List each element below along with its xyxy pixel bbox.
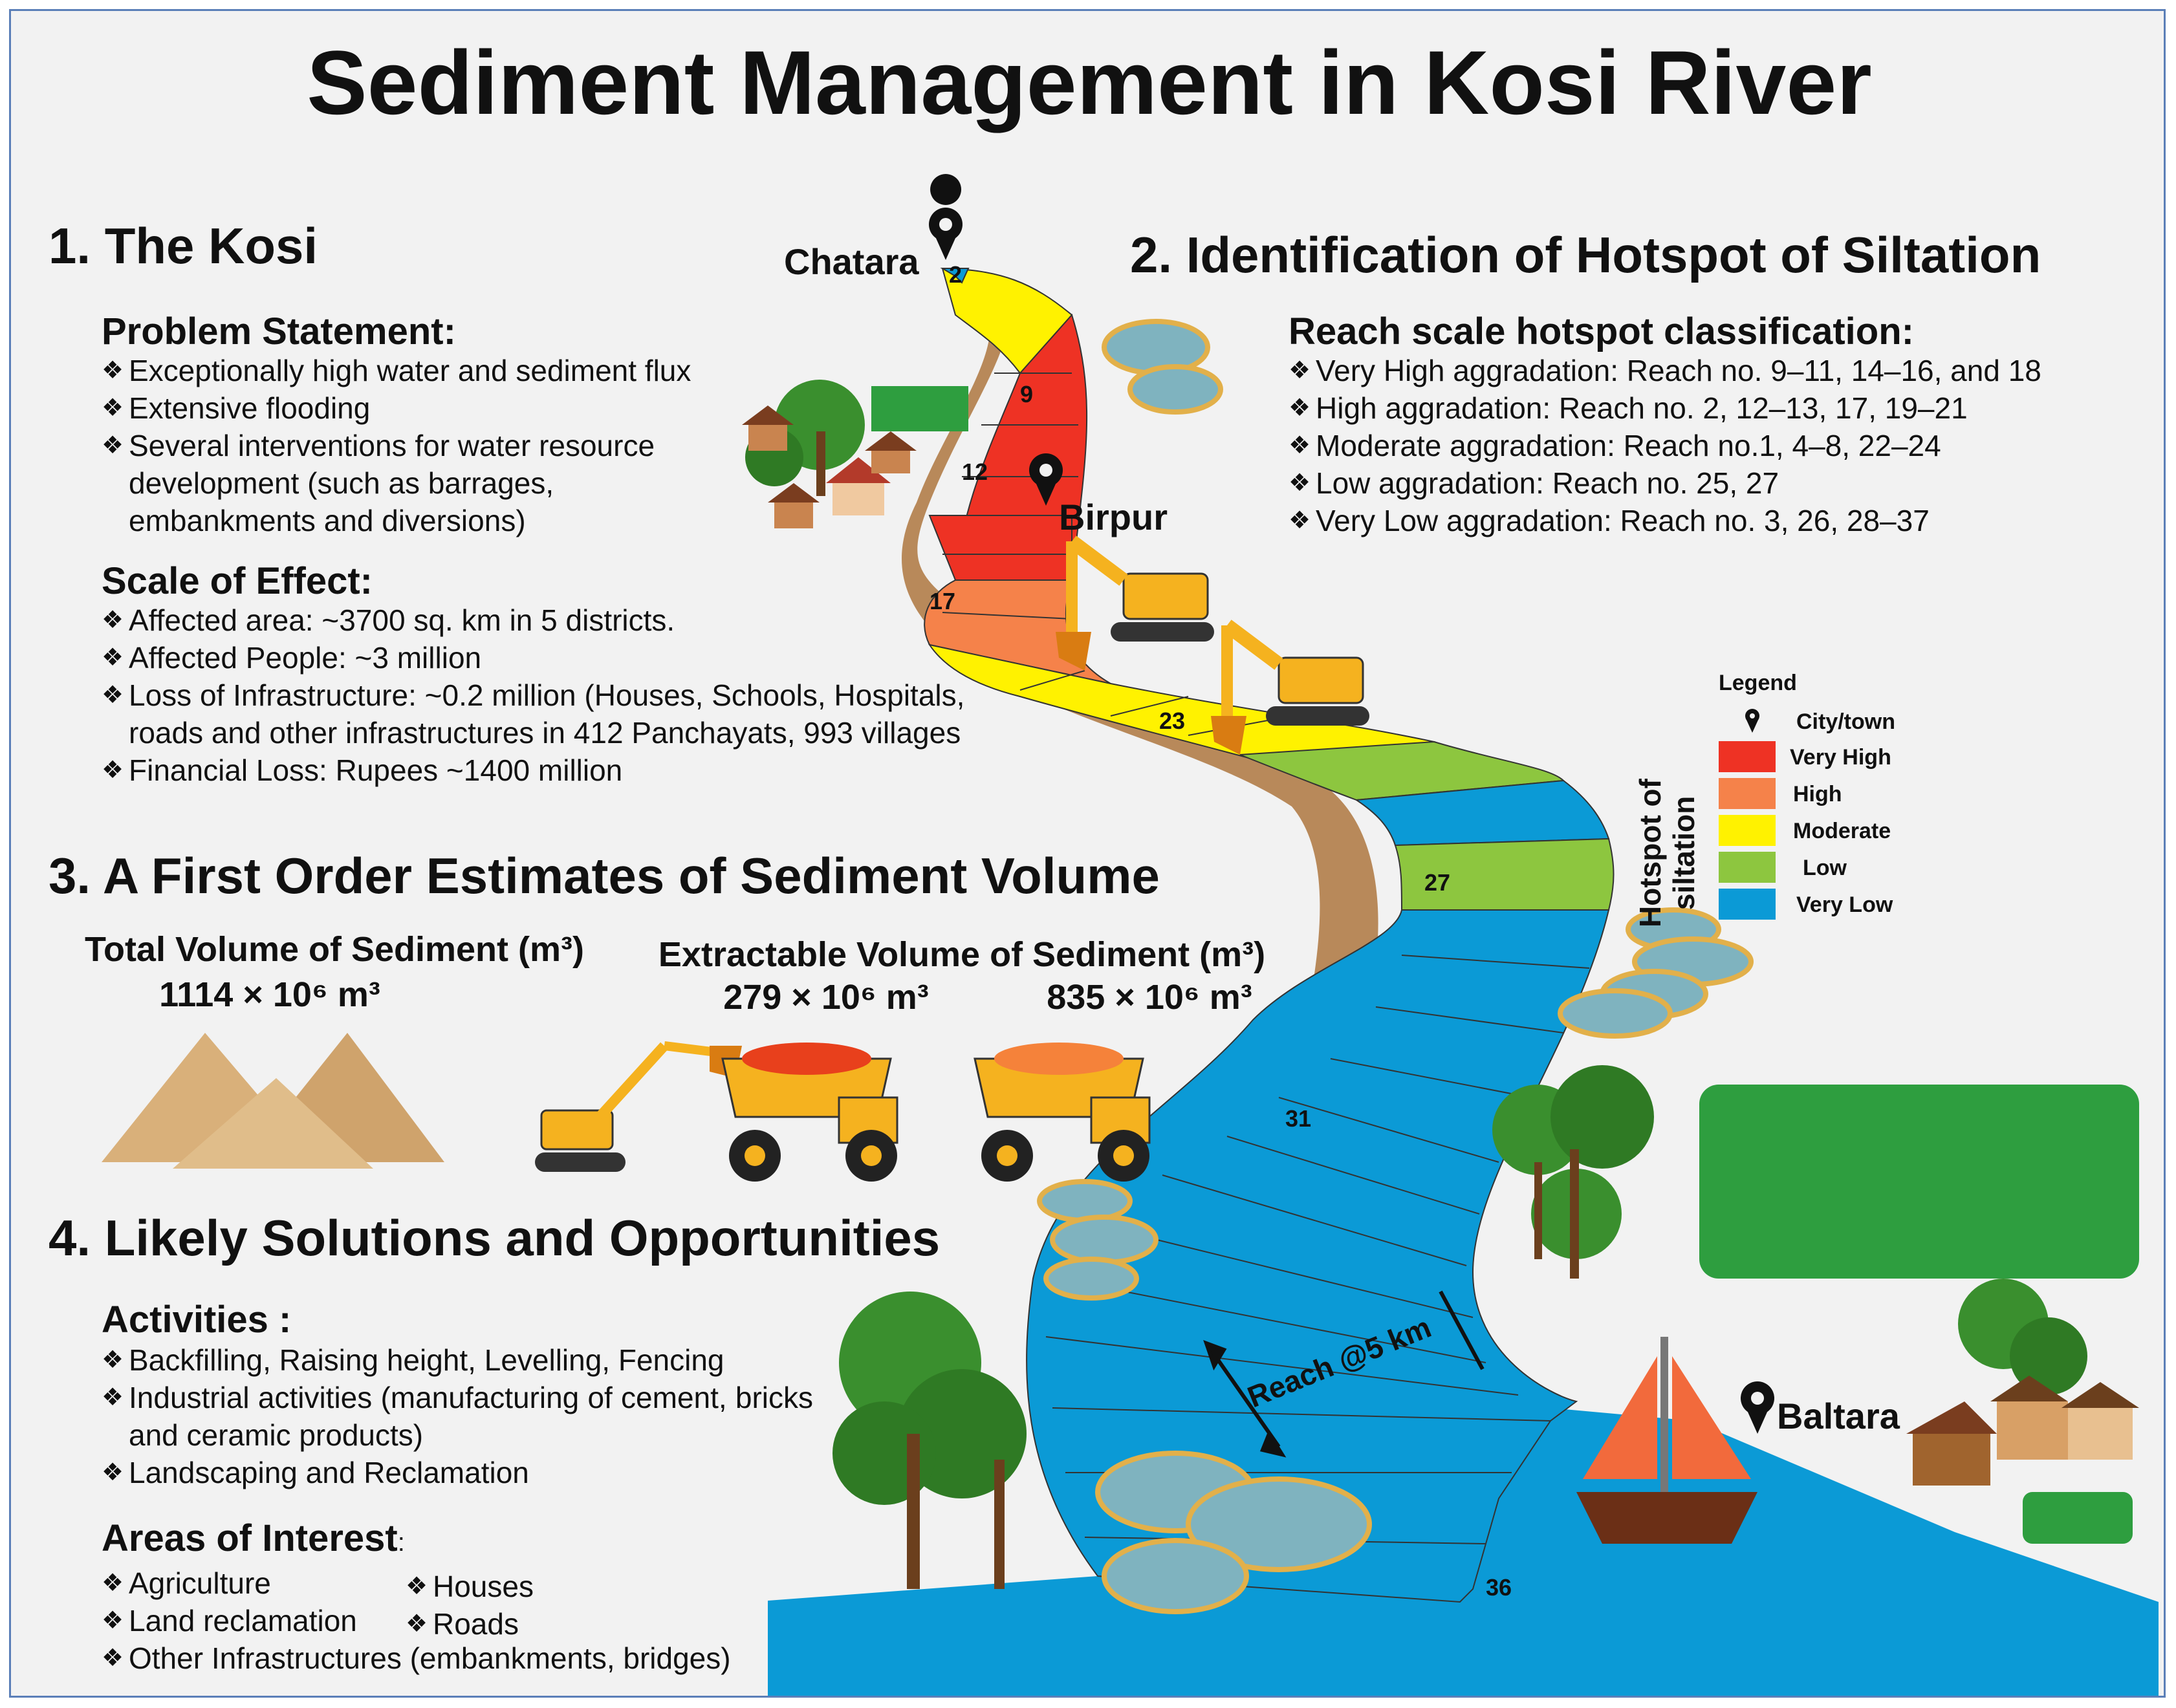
list-item: Land reclamation [102, 1602, 813, 1639]
list-item: High aggradation: Reach no. 2, 12–13, 17… [1289, 389, 2129, 427]
activities-list: Backfilling, Raising height, Levelling, … [102, 1341, 813, 1491]
dump-truck-icon [721, 1043, 898, 1182]
list-item: Houses [406, 1568, 664, 1605]
list-item: Affected People: ~3 million [102, 639, 1033, 676]
reach-label: 12 [962, 459, 988, 485]
list-item: Several interventions for water resource… [102, 427, 748, 539]
place-label-chatara: Chatara [784, 241, 919, 282]
interest-list-col2: Houses Roads [406, 1568, 664, 1643]
list-item: Roads [406, 1605, 664, 1643]
legend-item: Very Low [1719, 886, 1971, 923]
house-icons [742, 405, 2139, 1486]
legend-swatch [1719, 889, 1776, 920]
list-item: Low aggradation: Reach no. 25, 27 [1289, 464, 2129, 502]
list-item: Loss of Infrastructure: ~0.2 million (Ho… [102, 676, 1033, 751]
excavator-icon [535, 1041, 742, 1172]
legend-item: Low [1719, 849, 1971, 886]
legend-axis-line2: siltation [1667, 795, 1701, 911]
reach-label: 9 [1020, 381, 1033, 407]
legend-label: Very High [1790, 745, 1891, 770]
effect-heading: Scale of Effect: [102, 560, 373, 602]
activities-heading: Activities : [102, 1299, 292, 1341]
list-item: Financial Loss: Rupees ~1400 million [102, 751, 1033, 789]
list-item: Agriculture [102, 1564, 813, 1602]
reach-label: 27 [1424, 869, 1450, 896]
page-title: Sediment Management in Kosi River [307, 32, 1872, 133]
section4-heading: 4. Likely Solutions and Opportunities [49, 1209, 941, 1266]
legend-label: High [1793, 782, 1842, 806]
list-item: Very High aggradation: Reach no. 9–11, 1… [1289, 352, 2129, 389]
legend-axis-label: Hotspot of siltation [1622, 735, 1712, 929]
river-diagram: 2 9 12 17 23 27 31 36 Reach @5 km [742, 174, 2159, 1696]
interest-list-col1: Agriculture Land reclamation Other Infra… [102, 1564, 813, 1677]
dump-truck-icon [974, 1043, 1151, 1182]
extractable-volume-value-1: 279 × 10⁶ m³ [723, 978, 929, 1017]
list-item: Landscaping and Reclamation [102, 1454, 813, 1491]
legend: Legend City/town Hotspot of siltation Ve… [1622, 671, 1971, 927]
legend-title: Legend [1719, 671, 1797, 695]
section3-heading: 3. A First Order Estimates of Sediment V… [49, 847, 1160, 904]
legend-label: Low [1803, 856, 1847, 880]
pond-clusters [1037, 319, 1754, 1614]
reach-label: 2 [949, 261, 962, 288]
section1-heading: 1. The Kosi [49, 217, 318, 274]
reach-segment-very-low-main [1026, 909, 1610, 1603]
hedge [871, 386, 968, 431]
sailboat-icon [1576, 1337, 1757, 1544]
interest-heading: Areas of Interest: [102, 1517, 405, 1560]
list-item: Affected area: ~3700 sq. km in 5 distric… [102, 601, 1033, 639]
reach-label: 36 [1486, 1574, 1512, 1601]
reach-segment-very-high-lower [928, 515, 1072, 581]
sediment-illustrations [102, 1033, 1151, 1182]
reach-label: 23 [1159, 708, 1185, 734]
list-item: Moderate aggradation: Reach no.1, 4–8, 2… [1289, 427, 2129, 464]
reach-segment-very-low-top [940, 268, 970, 284]
location-pin-icon [1745, 708, 1760, 737]
reach-scale-arrow [1203, 1290, 1485, 1458]
section2-heading: 2. Identification of Hotspot of Siltatio… [1130, 226, 2041, 283]
excavator-icons [1056, 535, 1369, 755]
list-item: Very Low aggradation: Reach no. 3, 26, 2… [1289, 502, 2129, 539]
legend-swatch [1719, 741, 1776, 772]
legend-swatch [1719, 815, 1776, 846]
hotspot-subheading: Reach scale hotspot classification: [1289, 310, 1914, 352]
effect-list: Affected area: ~3700 sq. km in 5 distric… [102, 601, 1033, 789]
list-item: Backfilling, Raising height, Levelling, … [102, 1341, 813, 1379]
extractable-volume-value-2: 835 × 10⁶ m³ [1047, 978, 1252, 1017]
sand-pile-icon [102, 1033, 444, 1169]
list-item: Extensive flooding [102, 389, 748, 427]
problem-heading: Problem Statement: [102, 310, 456, 352]
hedge [1699, 1085, 2139, 1279]
place-label-baltara: Baltara [1777, 1396, 1900, 1436]
place-label-birpur: Birpur [1059, 497, 1168, 537]
hotspot-list: Very High aggradation: Reach no. 9–11, 1… [1289, 352, 2129, 539]
interest-heading-text: Areas of Interest [102, 1517, 398, 1559]
reach-label: 31 [1285, 1105, 1311, 1132]
legend-item: Moderate [1719, 812, 1971, 849]
legend-label: Very Low [1796, 892, 1893, 917]
problem-list: Exceptionally high water and sediment fl… [102, 352, 748, 539]
legend-item: Very High [1719, 739, 1971, 775]
list-item: Other Infrastructures (embankments, brid… [102, 1639, 813, 1677]
poster: Sediment Management in Kosi River [9, 9, 2166, 1698]
legend-label: Moderate [1793, 819, 1891, 843]
location-pin-icons [929, 174, 1774, 1434]
location-pin-icon [930, 174, 962, 257]
legend-swatch [1719, 778, 1776, 809]
legend-classes: Very High High Moderate Low Very Low [1719, 739, 1971, 923]
legend-item: High [1719, 775, 1971, 812]
total-volume-label: Total Volume of Sediment (m³) [84, 930, 584, 969]
legend-swatch [1719, 852, 1776, 883]
list-item: Industrial activities (manufacturing of … [102, 1379, 813, 1454]
legend-city-label: City/town [1796, 709, 1895, 734]
legend-axis-line1: Hotspot of [1633, 779, 1667, 927]
extractable-volume-label: Extractable Volume of Sediment (m³) [658, 935, 1266, 974]
reach-number-labels: 2 9 12 17 23 27 31 36 [930, 261, 1512, 1601]
tree-clusters [745, 380, 2139, 1589]
list-item: Exceptionally high water and sediment fl… [102, 352, 748, 389]
total-volume-value: 1114 × 10⁶ m³ [159, 975, 380, 1014]
interest-heading-colon: : [397, 1528, 405, 1557]
hedge [2023, 1492, 2133, 1544]
